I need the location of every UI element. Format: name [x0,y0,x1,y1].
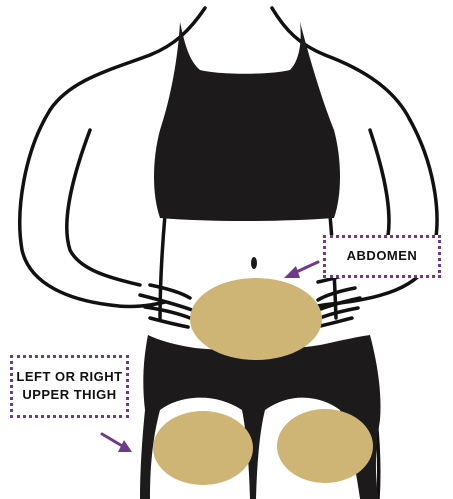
navel [251,257,257,269]
right-hand-outline [318,288,360,326]
abdomen-site [190,278,322,360]
thigh-label: LEFT OR RIGHT UPPER THIGH [10,355,129,418]
arrow-icon [102,434,132,452]
arrow-icon [284,262,318,278]
thigh-label-line2: UPPER THIGH [13,386,126,404]
sports-bra [154,22,340,221]
thigh-label-line1: LEFT OR RIGHT [13,368,126,386]
right-thigh-site [277,409,373,483]
left-arm-inner [67,130,140,285]
left-hand-outline [140,285,192,327]
abdomen-label-text: ABDOMEN [326,247,438,265]
abdomen-label: ABDOMEN [323,235,441,278]
left-thigh-site [153,411,253,485]
left-arm-outline [20,110,165,306]
